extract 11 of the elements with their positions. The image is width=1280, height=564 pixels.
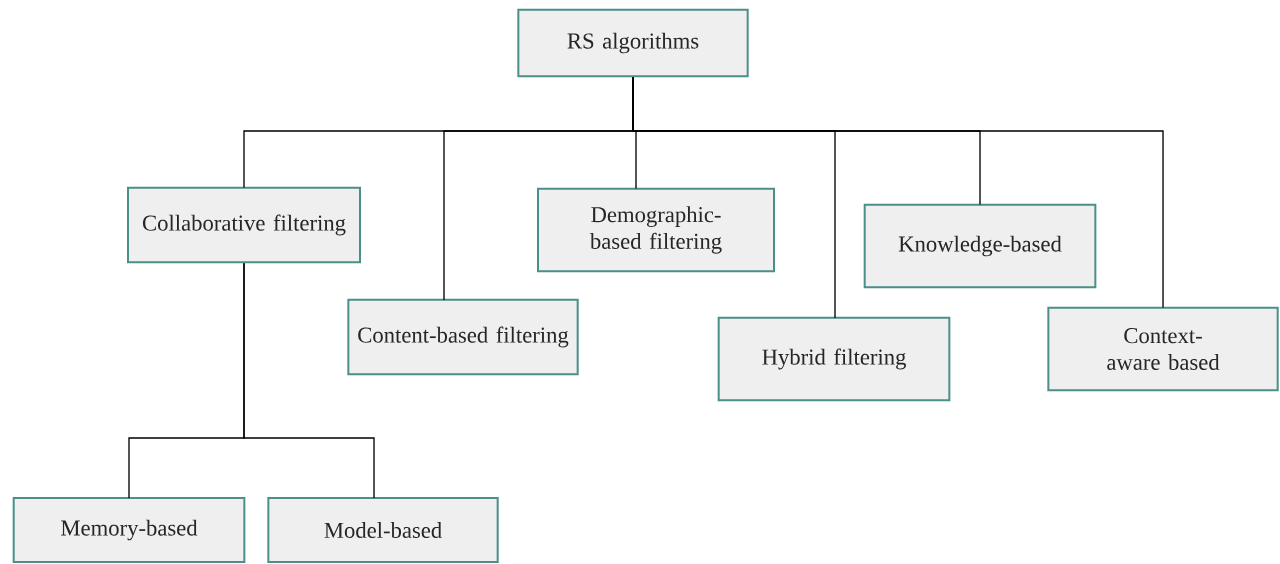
- category-box: Hybrid filtering: [717, 316, 951, 402]
- category-box: Context-aware based: [1047, 306, 1279, 392]
- category-box: Content-based filtering: [347, 298, 579, 376]
- category-box: Knowledge-based: [863, 203, 1097, 289]
- connector-line: [632, 76, 1164, 309]
- connector-line: [243, 262, 375, 499]
- category-box: RS algorithms: [517, 8, 749, 78]
- category-box: Collaborative filtering: [127, 186, 361, 264]
- category-box: Model-based: [267, 497, 499, 563]
- category-box: Demographic-based filtering: [537, 187, 775, 273]
- category-box: Memory-based: [12, 497, 246, 563]
